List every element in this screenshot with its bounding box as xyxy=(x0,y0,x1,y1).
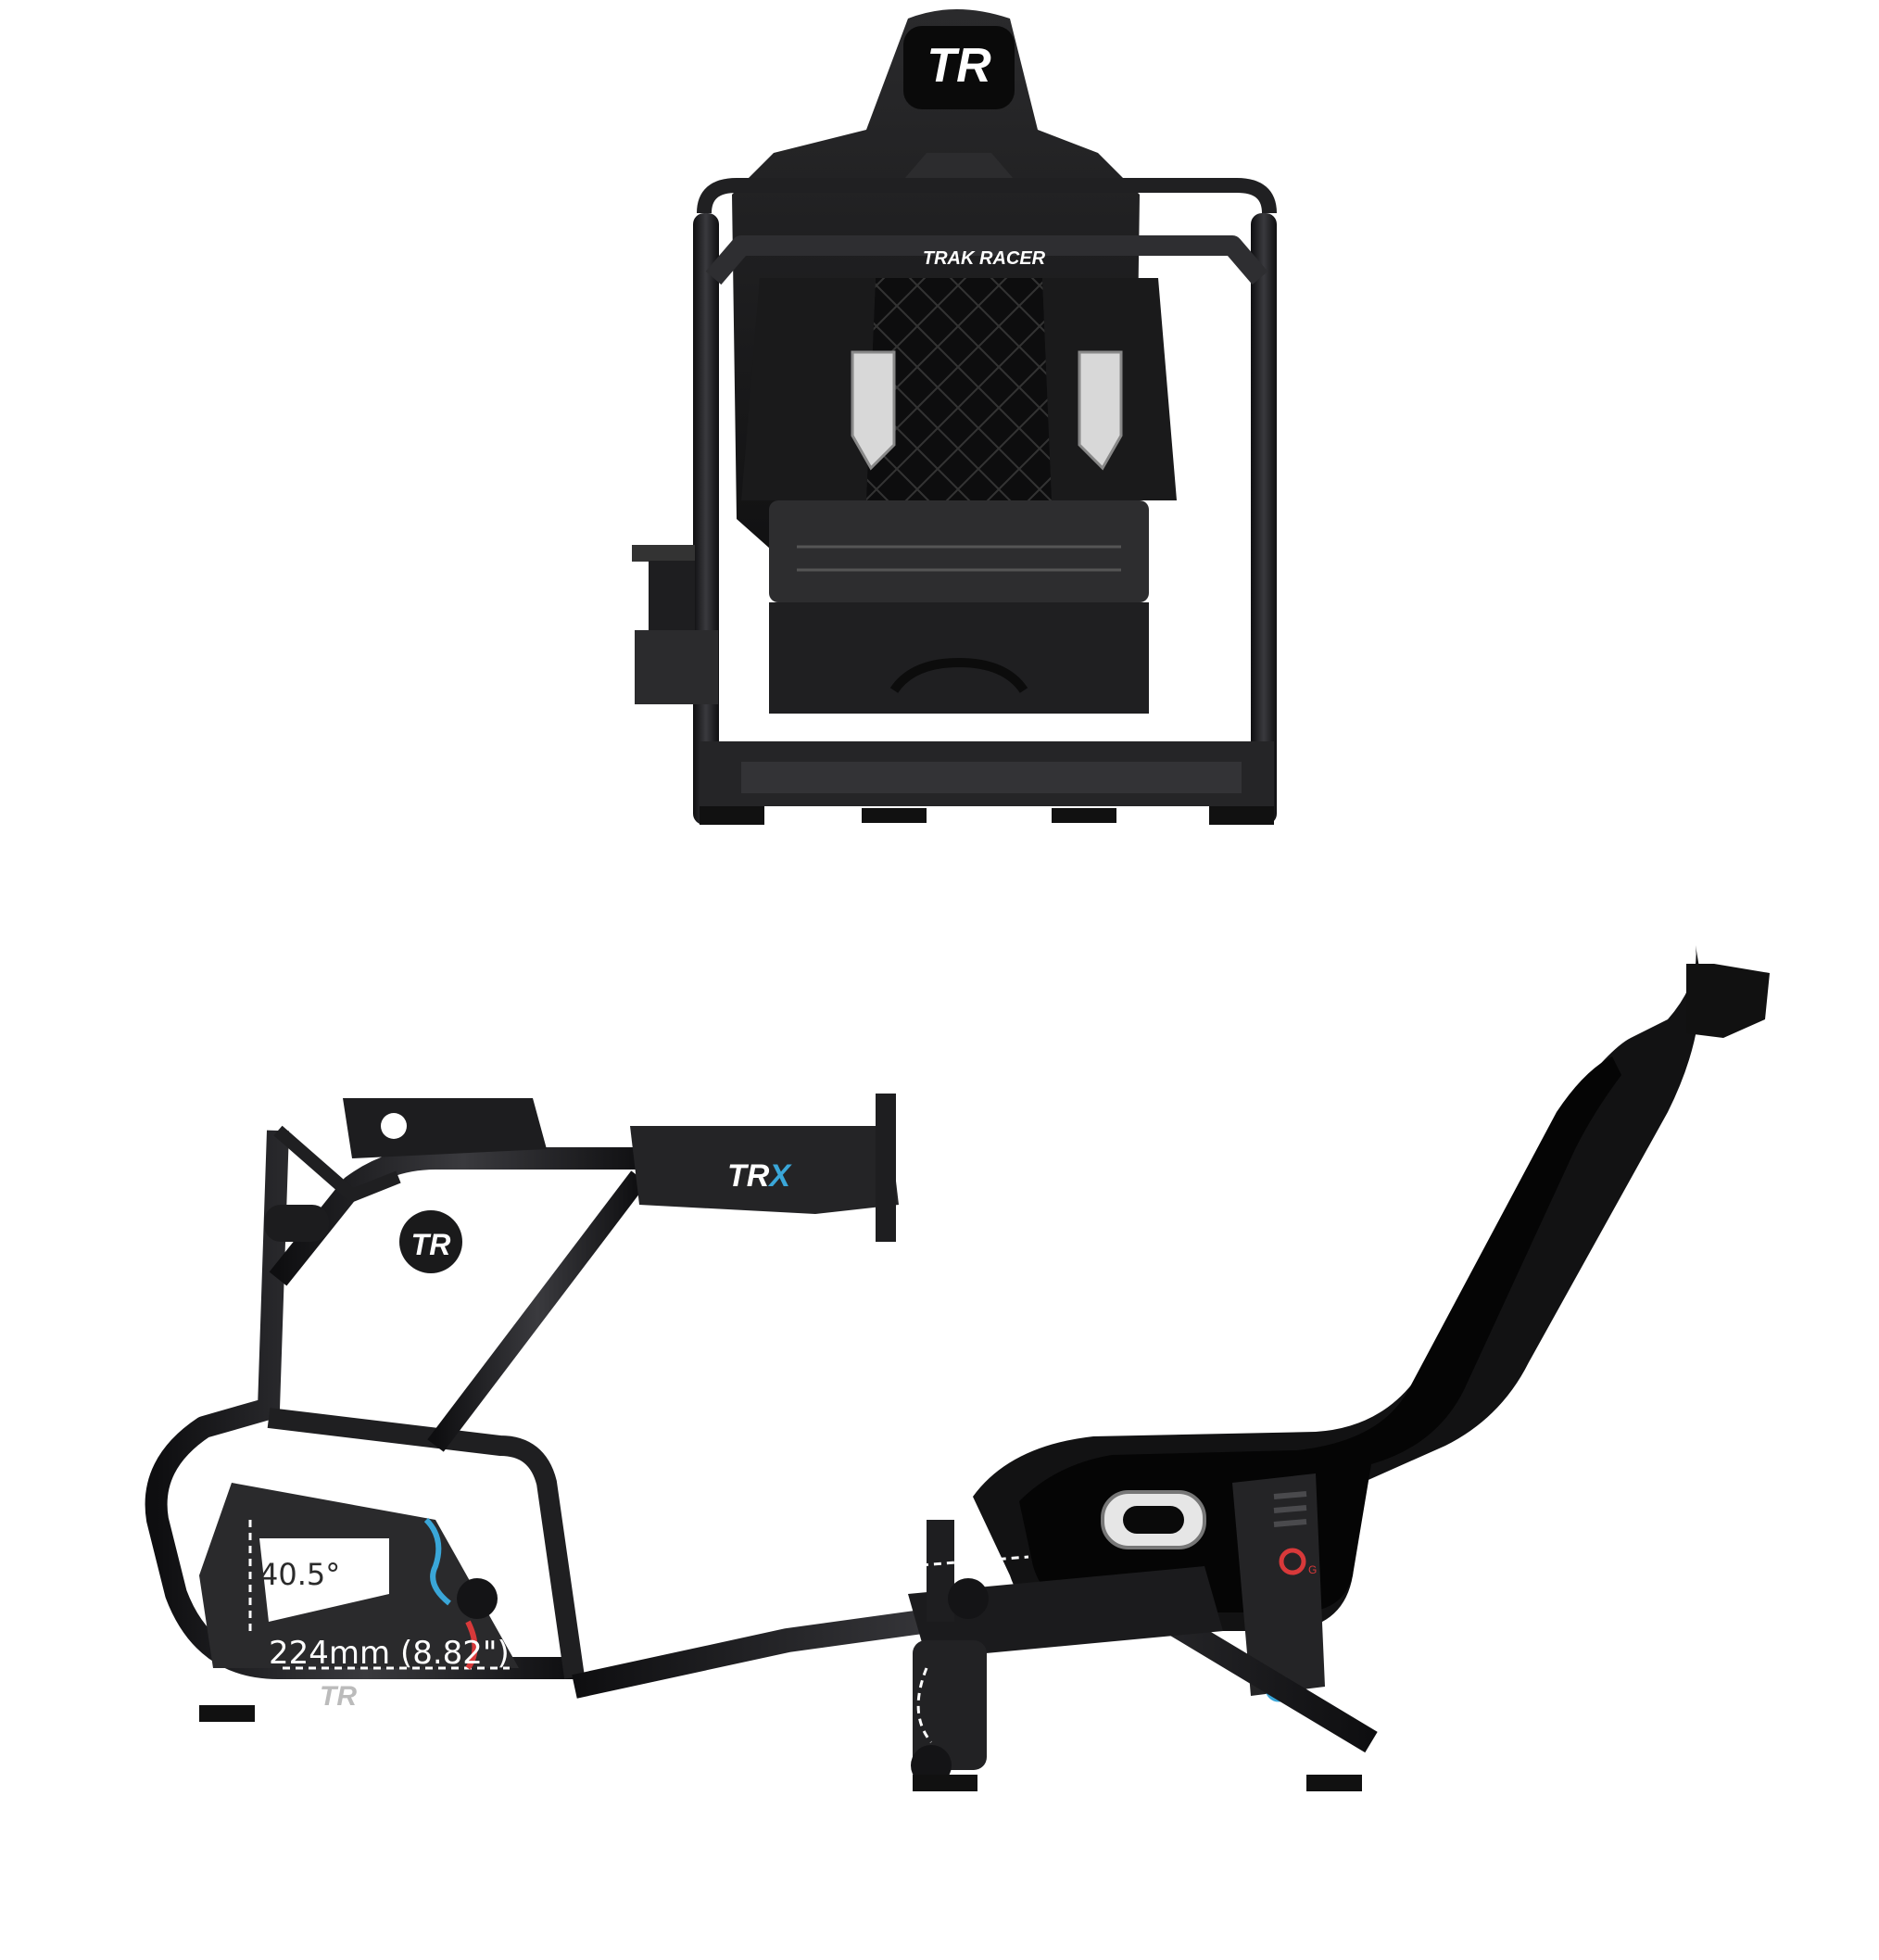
left-harness-slot xyxy=(851,350,896,471)
quilted-backrest xyxy=(866,278,1052,500)
front-crossbar xyxy=(705,235,1268,285)
base-foot-mid-right xyxy=(1052,808,1116,823)
wheel-stand-loop xyxy=(273,1125,401,1204)
side-foot-mid xyxy=(913,1775,977,1791)
harness-bracket xyxy=(899,153,1019,185)
slider-bracket-lower xyxy=(913,1640,987,1770)
right-harness-slot xyxy=(1078,350,1123,471)
shifter-plate xyxy=(632,545,695,562)
shifter-handle xyxy=(264,1205,329,1242)
adjustment-knob-pedal xyxy=(457,1578,498,1619)
crossbar-brand: TRAK RACER xyxy=(923,248,1046,269)
wheel-deck-model: TRX xyxy=(727,1158,792,1194)
adjustment-indicators xyxy=(248,1499,1178,1743)
base-crossmember xyxy=(741,762,1242,793)
right-upright xyxy=(1251,213,1277,825)
side-foot-front xyxy=(199,1705,255,1722)
pedal-plate-logo: TR xyxy=(320,1681,357,1712)
front-view: TR TRAK RACER xyxy=(632,9,1277,825)
outer-frame-loop xyxy=(697,178,1277,214)
seat-slider-side xyxy=(908,1566,1223,1659)
side-seat-fabric xyxy=(1019,1056,1621,1612)
slider-handle xyxy=(889,657,1028,693)
wheel-deck-upright xyxy=(876,1094,896,1242)
pedal-frame-rear xyxy=(267,1408,585,1679)
distance-label: 224mm (8.82") xyxy=(269,1635,510,1672)
adjustment-knob-upper xyxy=(948,1578,989,1619)
seat-side-bracket xyxy=(1232,1473,1325,1696)
frame-logo: TR xyxy=(411,1228,451,1261)
seat-base xyxy=(769,500,1149,602)
side-foot-rear xyxy=(1306,1775,1362,1791)
base-foot-left xyxy=(700,806,764,825)
angle-label: 40.5° xyxy=(259,1557,340,1592)
headrest-pad xyxy=(903,26,1015,109)
side-seat-headrest xyxy=(1686,964,1770,1038)
left-bolster xyxy=(741,278,876,500)
shifter-bracket xyxy=(635,630,718,704)
seat-marker-g: G xyxy=(1308,1563,1317,1576)
wheel-stand-diagonal xyxy=(427,1170,648,1452)
headrest-logo: TR xyxy=(927,39,991,93)
base-foot-right xyxy=(1209,806,1274,825)
wheel-stand-front xyxy=(269,1147,649,1286)
seat-marker-g-icon xyxy=(1279,1548,1306,1575)
wheel-deck xyxy=(630,1126,899,1214)
frame-logo-plate xyxy=(399,1210,462,1273)
base-foot-mid-left xyxy=(862,808,927,823)
left-upright xyxy=(693,213,719,825)
shifter-plate-top xyxy=(343,1098,547,1158)
side-view: G C TR TR TRAK RACER TRX xyxy=(145,945,1770,1791)
shifter-gate-icons xyxy=(423,1517,478,1670)
